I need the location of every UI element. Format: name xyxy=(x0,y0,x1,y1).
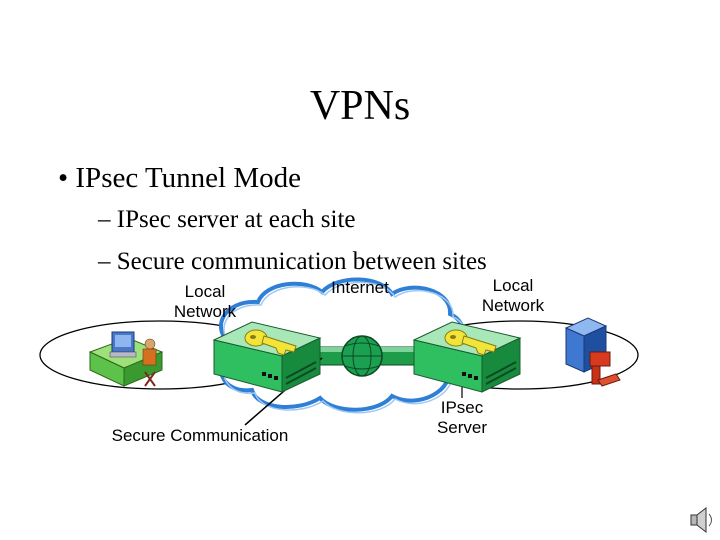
label-internet: Internet xyxy=(331,278,389,297)
label-local-network-left: Local Network xyxy=(164,282,246,322)
workstation-icon xyxy=(88,331,164,387)
label-ipsec-server-line2: Server xyxy=(436,418,488,437)
tunnel-icon xyxy=(297,335,421,377)
label-secure-communication: Secure Communication xyxy=(111,426,289,445)
key-icon-right xyxy=(444,329,497,356)
label-ipsec-server: IPsec Server xyxy=(428,398,496,438)
speaker-icon xyxy=(690,506,712,534)
label-ipsec-server-line1: IPsec xyxy=(440,398,484,417)
label-local-network-left-line1: Local xyxy=(184,282,226,301)
key-icon-left xyxy=(244,329,297,356)
slide-title: VPNs xyxy=(309,83,411,129)
server-tower-icon xyxy=(564,317,621,387)
label-local-network-right-line1: Local xyxy=(492,276,534,295)
label-local-network-left-line2: Network xyxy=(173,302,237,321)
subbullet-secure-communication: – Secure communication between sites xyxy=(98,248,487,275)
label-local-network-right: Local Network xyxy=(472,276,554,316)
label-local-network-right-line2: Network xyxy=(481,296,545,315)
subbullet-server-each-site: – IPsec server at each site xyxy=(98,206,356,233)
bullet-ipsec-tunnel-mode: • IPsec Tunnel Mode xyxy=(58,162,301,194)
